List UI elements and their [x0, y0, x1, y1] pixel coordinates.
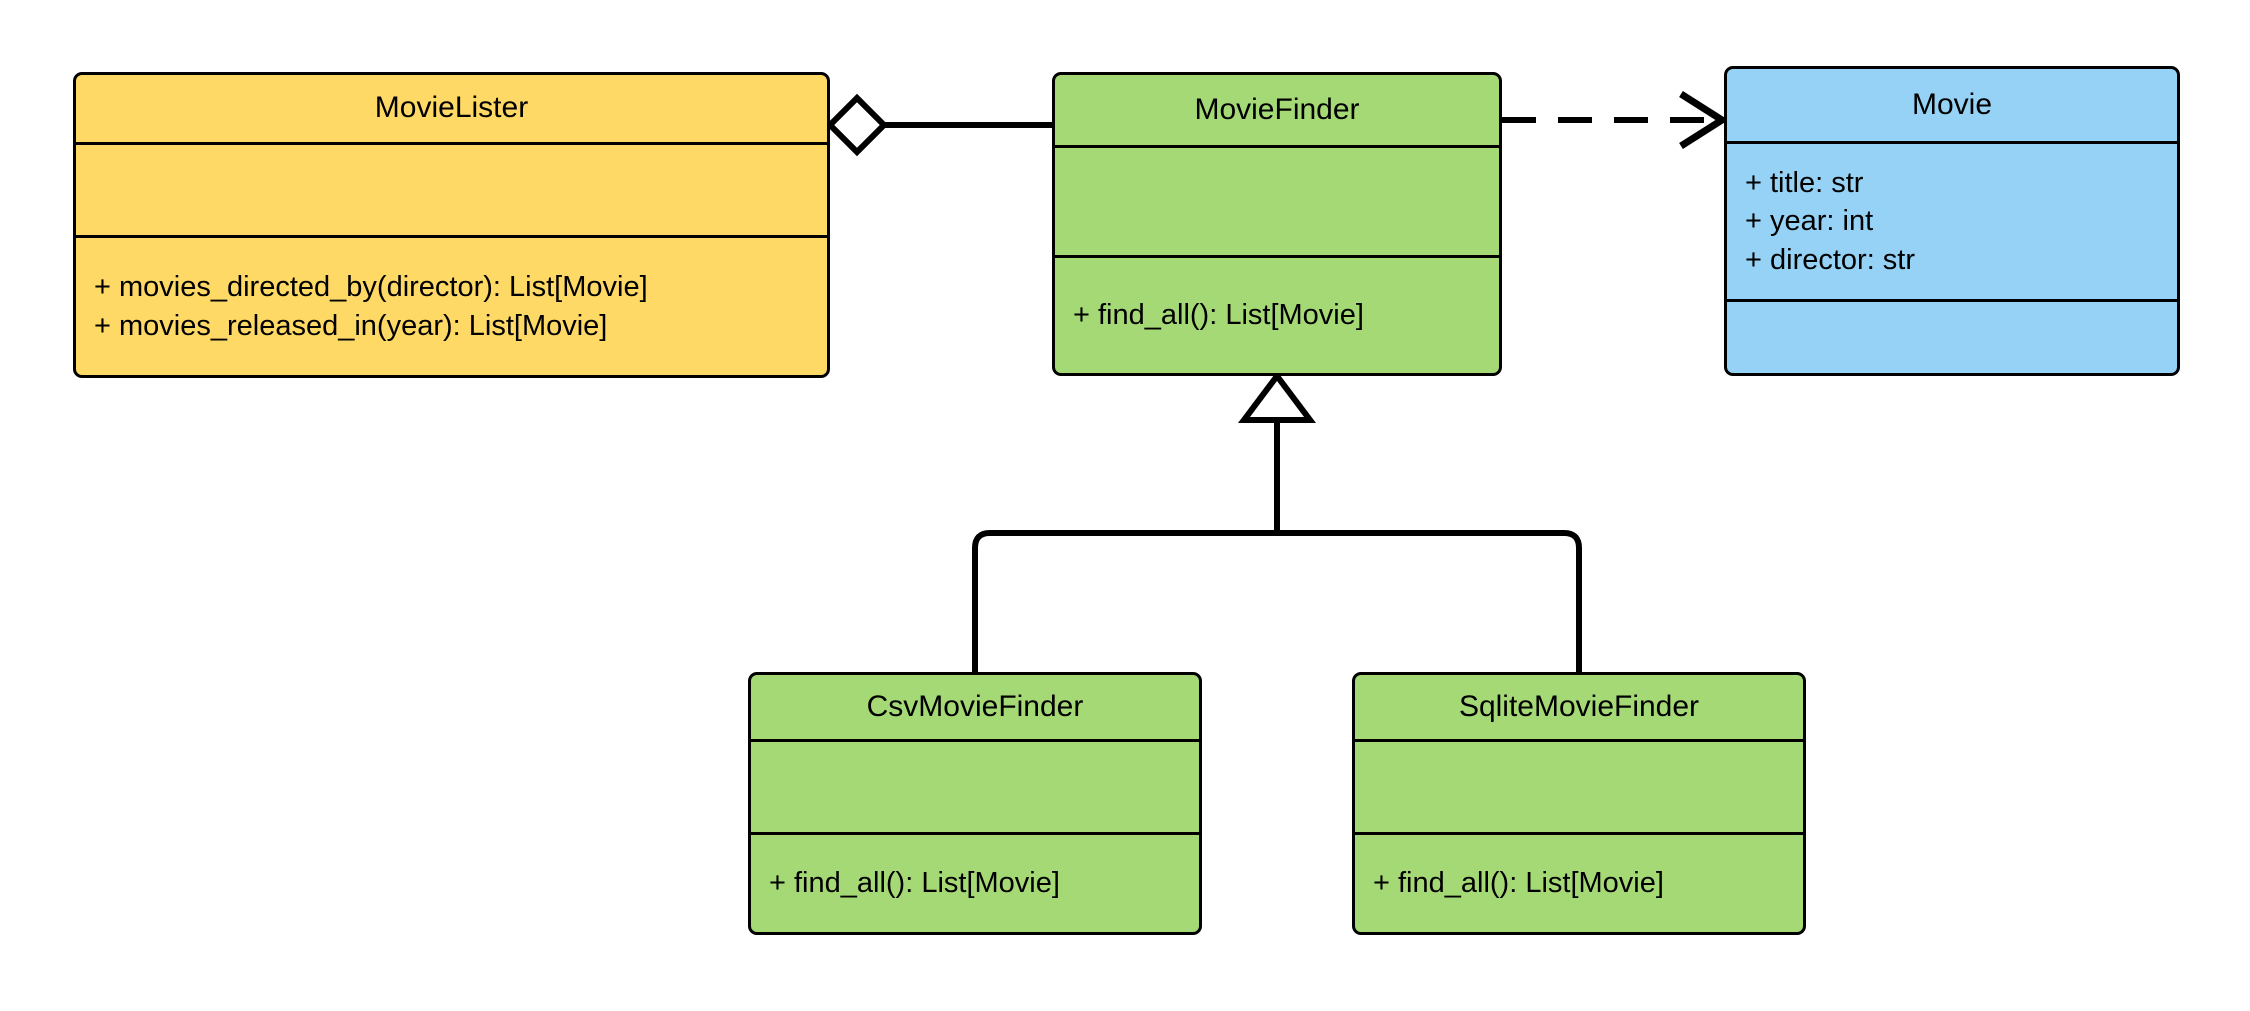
uml-class-csvmoviefinder[interactable]: CsvMovieFinder + find_all(): List[Movie] [748, 672, 1202, 935]
attributes-compartment-movie: + title: str + year: int + director: str [1727, 141, 2177, 299]
method-row: + find_all(): List[Movie] [1073, 299, 1364, 332]
hollow-triangle-marker [1238, 371, 1316, 423]
uml-class-sqlitemoviefinder[interactable]: SqliteMovieFinder + find_all(): List[Mov… [1352, 672, 1806, 935]
uml-class-movie[interactable]: Movie + title: str + year: int + directo… [1724, 66, 2180, 376]
class-name-moviefinder: MovieFinder [1194, 92, 1360, 126]
hollow-diamond-marker [825, 93, 889, 157]
attribute-row: + director: str [1745, 243, 1916, 276]
attributes-compartment-moviefinder [1055, 145, 1499, 255]
attributes-compartment-sqlitemoviefinder [1355, 739, 1803, 832]
attributes-compartment-csvmoviefinder [751, 739, 1199, 832]
methods-compartment-movielister: + movies_directed_by(director): List[Mov… [76, 235, 827, 375]
aggregation-edge-movielister-moviefinder [825, 93, 1052, 157]
uml-class-movielister[interactable]: MovieLister + movies_directed_by(directo… [73, 72, 830, 378]
methods-compartment-csvmoviefinder: + find_all(): List[Movie] [751, 832, 1199, 932]
class-name-sqlitemoviefinder: SqliteMovieFinder [1458, 689, 1700, 723]
method-row: + find_all(): List[Movie] [769, 867, 1060, 900]
uml-class-moviefinder[interactable]: MovieFinder + find_all(): List[Movie] [1052, 72, 1502, 376]
open-arrowhead-marker [1679, 91, 1729, 149]
class-name-movielister: MovieLister [374, 91, 529, 125]
generalization-branch-bus [972, 530, 1582, 672]
method-row: + movies_released_in(year): List[Movie] [94, 309, 608, 342]
class-name-movie: Movie [1911, 87, 1993, 121]
methods-compartment-sqlitemoviefinder: + find_all(): List[Movie] [1355, 832, 1803, 932]
attribute-row: + title: str [1745, 167, 1864, 200]
method-row: + movies_directed_by(director): List[Mov… [94, 271, 648, 304]
methods-compartment-movie [1727, 299, 2177, 373]
methods-compartment-moviefinder: + find_all(): List[Movie] [1055, 255, 1499, 373]
method-row: + find_all(): List[Movie] [1373, 867, 1664, 900]
attributes-compartment-movielister [76, 142, 827, 235]
class-name-csvmoviefinder: CsvMovieFinder [866, 689, 1084, 723]
attribute-row: + year: int [1745, 205, 1874, 238]
dependency-edge-moviefinder-movie [1502, 91, 1729, 149]
generalization-edge-tree [972, 371, 1582, 672]
